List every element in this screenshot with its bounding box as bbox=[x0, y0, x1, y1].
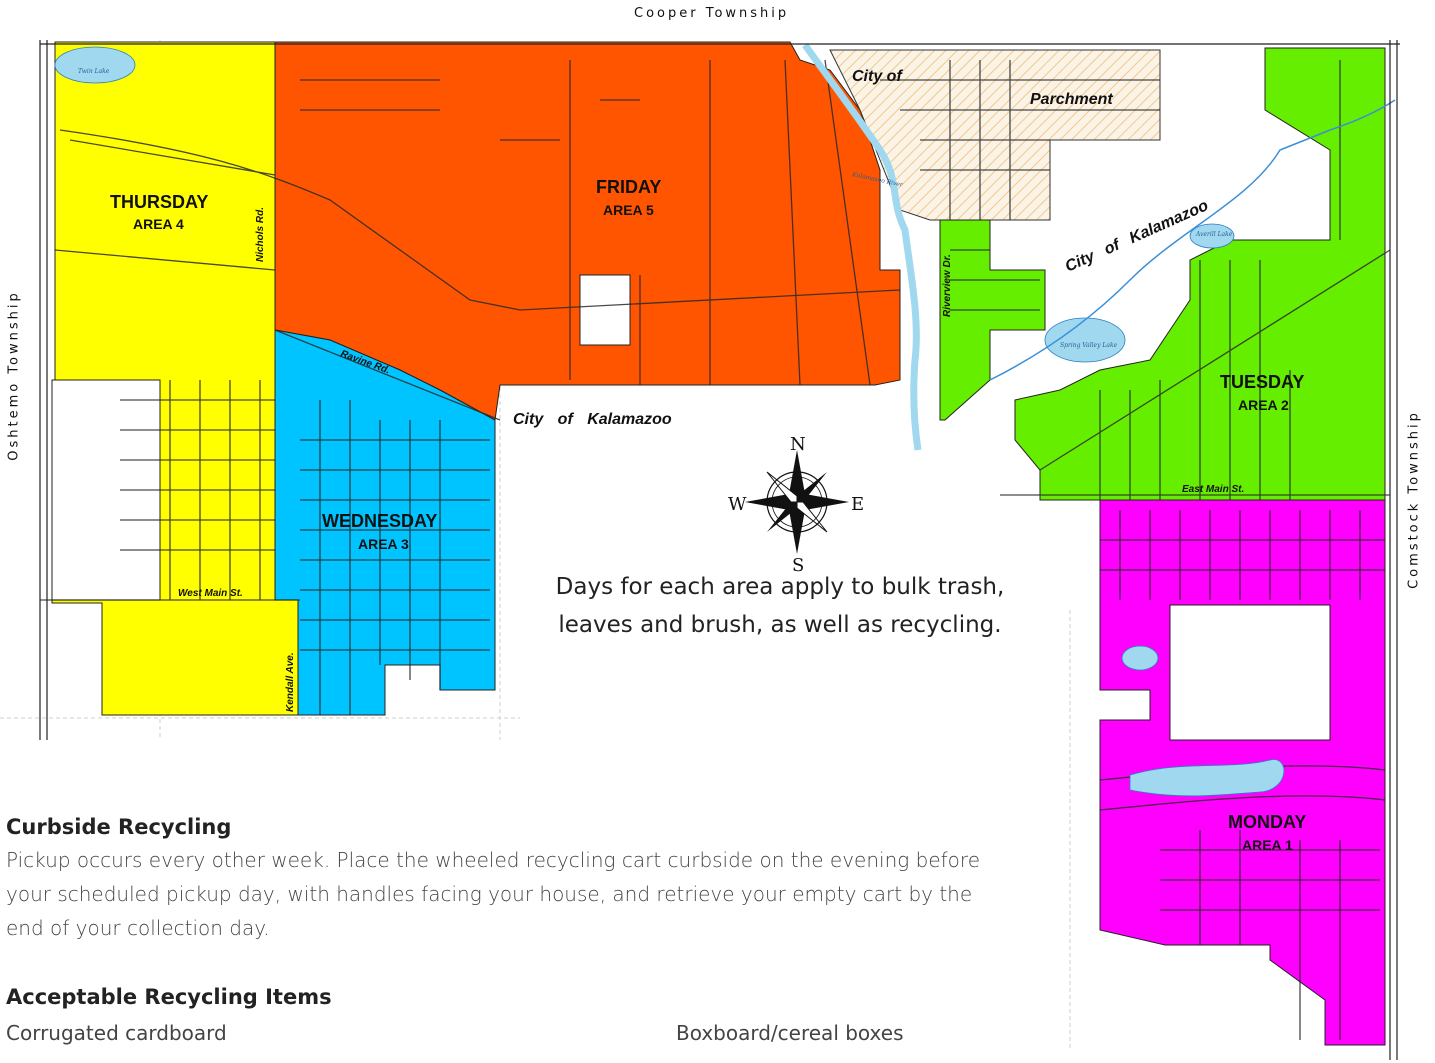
monday-label: MONDAY bbox=[1228, 812, 1306, 832]
road-west-main: West Main St. bbox=[178, 588, 243, 599]
road-kendall: Kendall Ave. bbox=[285, 652, 296, 712]
compass-e: E bbox=[851, 494, 864, 515]
thursday-label: THURSDAY bbox=[110, 192, 208, 212]
city-parchment-line2: Parchment bbox=[1030, 91, 1113, 108]
road-nichols: Nichols Rd. bbox=[255, 207, 266, 262]
wednesday-label: WEDNESDAY bbox=[322, 511, 437, 531]
monday-area-label: AREA 1 bbox=[1242, 837, 1293, 853]
township-west: Oshtemo Township bbox=[6, 290, 22, 461]
city-kalamazoo-northeast: City of Kalamazoo bbox=[1063, 197, 1211, 276]
township-east: Comstock Township bbox=[1406, 410, 1422, 589]
acceptable-heading: Acceptable Recycling Items bbox=[6, 985, 332, 1009]
township-north: Cooper Township bbox=[634, 6, 790, 21]
curbside-body: Pickup occurs every other week. Place th… bbox=[6, 848, 980, 940]
list-item: Boxboard/cereal boxes bbox=[676, 1021, 904, 1045]
friday-area-label: AREA 5 bbox=[603, 202, 654, 218]
road-east-main: East Main St. bbox=[1182, 484, 1244, 495]
friday-label: FRIDAY bbox=[596, 177, 661, 197]
spring-valley-lake bbox=[1044, 317, 1126, 363]
averill-lake bbox=[1189, 223, 1235, 249]
wednesday-area-label: AREA 3 bbox=[358, 536, 409, 552]
road-riverview: Riverview Dr. bbox=[942, 254, 953, 317]
thursday-area-label: AREA 4 bbox=[133, 216, 184, 232]
twin-lake-label: Twin Lake bbox=[78, 68, 110, 75]
spring-valley-lake-label: Spring Valley Lake bbox=[1060, 342, 1118, 349]
averill-lake-label: Averill Lake bbox=[1195, 231, 1233, 238]
compass-rose bbox=[745, 450, 849, 554]
compass-s: S bbox=[792, 555, 804, 576]
kalamazoo-river bbox=[802, 42, 922, 451]
list-item: Corrugated cardboard bbox=[6, 1021, 227, 1045]
twin-lake bbox=[54, 46, 136, 84]
area-2-west-strip bbox=[939, 219, 1046, 421]
compass-w: W bbox=[728, 494, 747, 515]
city-parchment-line1: City of bbox=[852, 68, 903, 85]
tuesday-label: TUESDAY bbox=[1220, 372, 1304, 392]
area-days-note: Days for each area apply to bulk trash, … bbox=[555, 574, 1005, 638]
compass-n: N bbox=[790, 434, 806, 455]
city-kalamazoo-center: City of Kalamazoo bbox=[513, 411, 672, 428]
curbside-heading: Curbside Recycling bbox=[6, 815, 232, 839]
tuesday-area-label: AREA 2 bbox=[1238, 397, 1289, 413]
